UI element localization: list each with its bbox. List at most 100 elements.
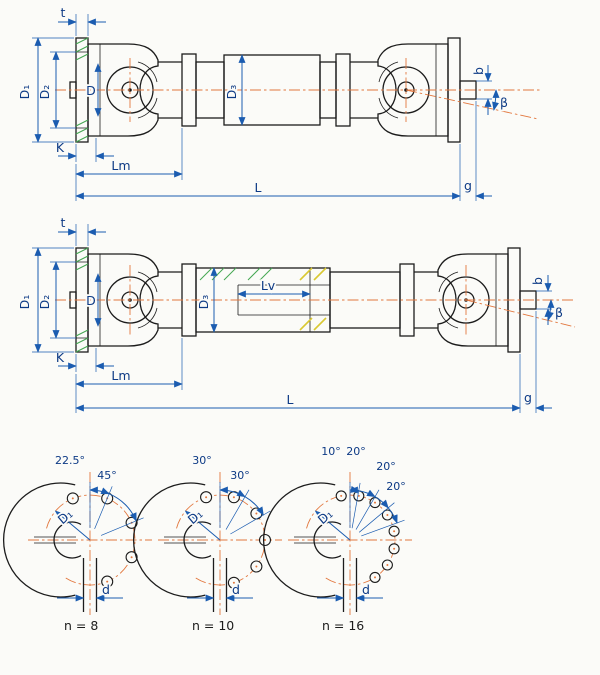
dim-D: D: [84, 273, 102, 327]
shaft-drawing-compact: t D₁ D₂ D D₃ b β: [17, 5, 540, 201]
dim-t: t: [58, 5, 106, 36]
flange-pattern-n16: 10° 20° 20° 20° D₁ d n = 16: [262, 443, 412, 633]
dim-label-b: b: [471, 67, 486, 75]
flange-outer-arc: [2, 482, 76, 598]
flange-section-lines: [164, 536, 206, 544]
dim-label-beta: β: [555, 305, 563, 320]
flange-outer-arc: [132, 482, 206, 598]
dim-D: D: [84, 63, 102, 117]
right-yoke-ears: [438, 271, 459, 329]
dim-t: t: [58, 215, 106, 246]
dim-label-D3: D₃: [196, 295, 211, 310]
left-yoke-ears: [137, 61, 158, 119]
dim-Lm: Lm: [75, 128, 183, 180]
right-neck: [350, 61, 378, 119]
dim-label-D: D: [86, 293, 96, 308]
dim-label-L: L: [287, 392, 294, 407]
dim-label-D1: D₁: [185, 506, 206, 527]
angle-dimensions: 22.5° 45°: [53, 452, 144, 536]
dim-label-D: D: [86, 83, 96, 98]
dim-label-Lm: Lm: [111, 158, 130, 173]
hub-arc: [183, 521, 212, 559]
dim-bolt-circle: D₁: [183, 504, 221, 541]
dim-label-D1: D₁: [55, 506, 76, 527]
angle-label-4: 20°: [386, 480, 406, 493]
centerlines: [55, 58, 540, 122]
flange-bolt-lines: [76, 261, 88, 339]
dim-Lv: Lv: [237, 276, 311, 298]
flange-pattern-n8: 22.5° 45° D₁ d n = 8: [2, 452, 152, 633]
spline-shaft-inside: [237, 268, 330, 332]
angle-label-2: 45°: [97, 469, 117, 482]
dim-label-D2: D₂: [37, 85, 52, 100]
angle-label-1: 22.5°: [55, 454, 85, 467]
right-neck: [414, 271, 438, 329]
dim-label-Lv: Lv: [261, 278, 276, 293]
centerlines: [55, 265, 576, 335]
dim-bolt-circle: D₁: [313, 504, 351, 541]
dim-K: K: [56, 138, 114, 162]
right-yoke-ears: [378, 61, 399, 119]
sleeve-hatch-green: [199, 267, 273, 281]
hub-arc: [53, 521, 82, 559]
angle-label-1: 10°: [321, 445, 341, 458]
flange-pattern-n10: 30° 30° D₁ d n = 10: [132, 452, 282, 633]
flange-section-lines: [294, 536, 336, 544]
dim-b: b: [469, 65, 492, 115]
dim-beta: β: [546, 299, 565, 322]
dim-label-D1: D₁: [315, 506, 336, 527]
flange-section-lines: [34, 536, 76, 544]
dim-beta: β: [492, 89, 510, 112]
dim-label-b: b: [530, 277, 545, 285]
hole-count-label: n = 8: [64, 618, 98, 633]
left-yoke-ears: [137, 271, 158, 329]
dim-label-D1: D₁: [17, 295, 32, 310]
dim-label-D2: D₂: [37, 295, 52, 310]
dim-label-D3: D₃: [224, 85, 239, 100]
dim-label-L: L: [255, 180, 262, 195]
dim-L: L: [75, 354, 521, 413]
left-neck: [158, 61, 182, 119]
shaft-stub: [82, 558, 98, 612]
deflection-axis: [465, 299, 576, 328]
hub-arc: [313, 521, 342, 559]
dim-d: d: [317, 580, 383, 602]
dim-label-g: g: [464, 178, 472, 193]
dim-label-g: g: [524, 390, 532, 405]
dim-label-K: K: [56, 350, 65, 365]
dim-D1: D₁: [17, 247, 74, 353]
bearing-centerlines: [129, 58, 407, 122]
flange-bolt-lines: [76, 51, 88, 129]
dim-label-beta: β: [500, 95, 508, 110]
shaft-stub: [342, 558, 358, 612]
dim-D3: D₃: [194, 267, 218, 333]
dim-D1: D₁: [17, 37, 74, 143]
dim-bolt-circle: D₁: [53, 504, 91, 541]
angle-label-1: 30°: [192, 454, 212, 467]
dim-d: d: [187, 580, 253, 602]
dim-d: d: [57, 580, 123, 602]
hole-count-label: n = 10: [192, 618, 234, 633]
hole-count-label: n = 16: [322, 618, 364, 633]
dim-label-d: d: [232, 582, 240, 597]
dim-label-Lm: Lm: [111, 368, 130, 383]
dim-D2: D₂: [37, 51, 76, 129]
dim-label-K: K: [56, 140, 65, 155]
flange-hatch-green: [75, 247, 89, 353]
dim-Lm: Lm: [75, 338, 183, 390]
dim-g: g: [524, 311, 552, 413]
dim-D3: D₃: [222, 54, 246, 126]
flange-hatch-green: [75, 37, 89, 143]
dim-label-d: d: [362, 582, 370, 597]
deflection-axis: [405, 89, 539, 120]
shaft-stub: [212, 558, 228, 612]
angle-label-3: 20°: [376, 460, 396, 473]
dim-label-t: t: [61, 215, 66, 230]
dim-label-d: d: [102, 582, 110, 597]
dim-L: L: [75, 144, 461, 201]
bolt-holes: [335, 490, 400, 583]
bolt-holes: [66, 492, 138, 588]
left-neck: [158, 271, 182, 329]
